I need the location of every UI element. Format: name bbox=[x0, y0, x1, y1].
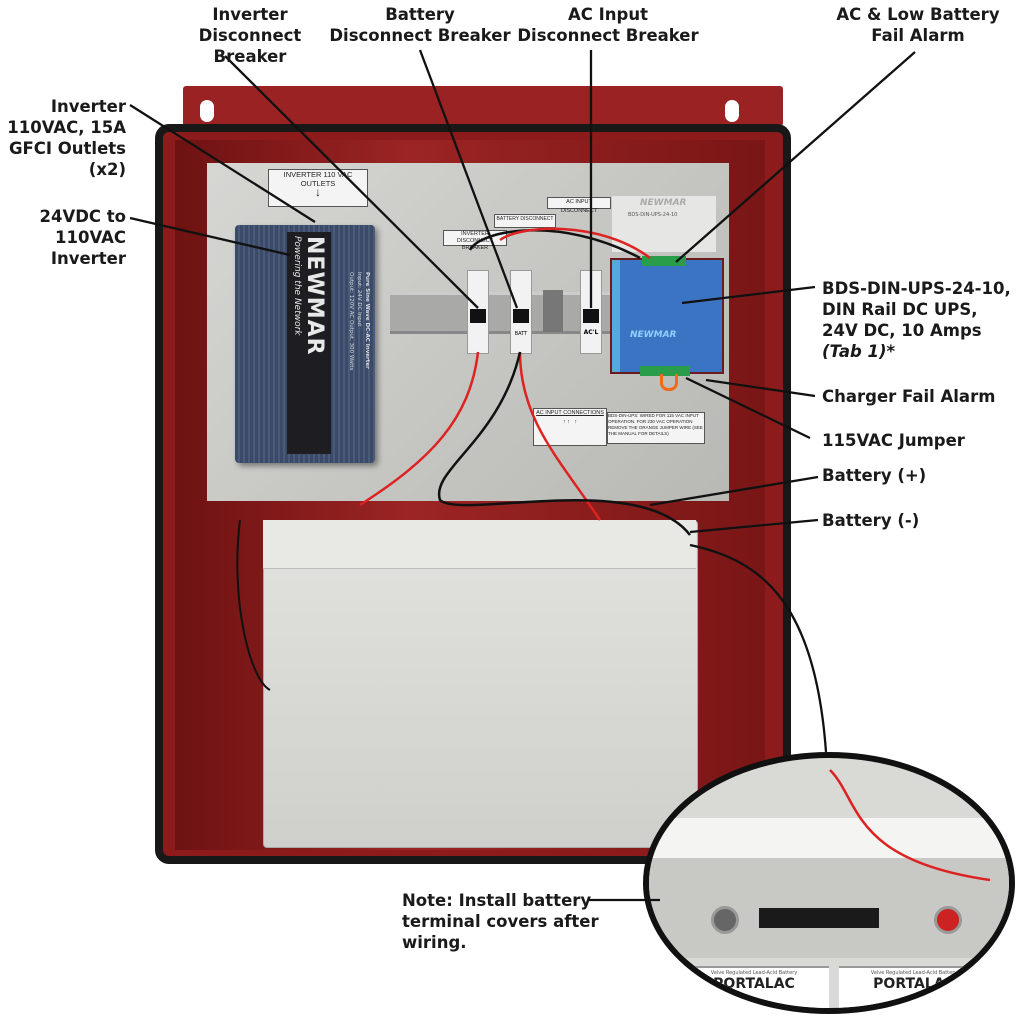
callout-charger-fail-alarm: Charger Fail Alarm bbox=[822, 387, 996, 406]
alarm-terminal bbox=[642, 256, 686, 266]
breaker-text: BATT bbox=[514, 331, 528, 337]
tag-line: DISCONNECT BREAKER bbox=[456, 238, 494, 251]
callout-line: 24V DC, 10 Amps bbox=[822, 321, 982, 340]
callout-line: AC & Low Battery bbox=[836, 5, 1000, 24]
jumper-wire bbox=[660, 374, 678, 391]
callout-line: 24VDC to bbox=[39, 207, 126, 226]
terminal-block bbox=[543, 290, 563, 332]
terminal-neg bbox=[711, 906, 739, 934]
callout-line: Inverter bbox=[212, 5, 288, 24]
tag-line: INVERTER bbox=[461, 231, 489, 237]
callout-inverter: 24VDC to 110VAC Inverter bbox=[0, 206, 126, 269]
callout-battery-negative: Battery (-) bbox=[822, 511, 920, 530]
mounting-hole-right bbox=[725, 100, 739, 122]
mounting-hole-left bbox=[200, 100, 214, 122]
ups-unit bbox=[610, 258, 724, 374]
ac-input-breaker[interactable]: AC'L bbox=[580, 270, 602, 354]
callout-line: Battery bbox=[385, 5, 455, 24]
ups-plate-brand: NEWMAR bbox=[640, 198, 687, 208]
terminal-pos bbox=[934, 906, 962, 934]
callout-battery-positive: Battery (+) bbox=[822, 466, 927, 485]
outlets-label-line: INVERTER 110 VAC bbox=[283, 170, 353, 179]
callout-line: AC Input bbox=[568, 5, 648, 24]
callout-ups: BDS-DIN-UPS-24-10, DIN Rail DC UPS, 24V DC… bbox=[822, 278, 1022, 362]
callout-line: Disconnect Breaker bbox=[198, 26, 302, 66]
callout-line: GFCI Outlets bbox=[8, 139, 126, 158]
callout-gfci-outlets: Inverter 110VAC, 15A GFCI Outlets (x2) bbox=[0, 96, 126, 180]
ups-brand: NEWMAR bbox=[630, 330, 677, 340]
battery-terminal-inset: Valve Regulated Lead-Acid Battery PORTAL… bbox=[643, 752, 1015, 1014]
callout-line: (Tab 1)* bbox=[822, 342, 896, 361]
callout-line: DIN Rail DC UPS, bbox=[822, 300, 978, 319]
callout-note: Note: Install battery terminal covers aft… bbox=[402, 890, 602, 953]
callout-line: BDS-DIN-UPS-24-10, bbox=[822, 279, 1011, 298]
inverter-breaker[interactable] bbox=[467, 270, 489, 354]
battery-breaker[interactable]: BATT bbox=[510, 270, 532, 354]
battery-disconnect-tag: BATTERY DISCONNECT bbox=[494, 214, 556, 228]
outlets-label-line: OUTLETS bbox=[300, 179, 336, 188]
callout-115vac-jumper: 115VAC Jumper bbox=[822, 431, 965, 450]
callout-line: Disconnect Breaker bbox=[517, 26, 699, 45]
callout-line: 110VAC bbox=[55, 228, 126, 247]
callout-line: wiring. bbox=[402, 933, 467, 952]
bus-bar bbox=[759, 908, 879, 928]
charger-terminal bbox=[640, 366, 690, 376]
callout-line: Fail Alarm bbox=[871, 26, 965, 45]
battery-inset-label: Valve Regulated Lead-Acid Battery bbox=[870, 970, 958, 976]
din-rail bbox=[390, 292, 610, 334]
ac-input-disconnect-tag: AC INPUT DISCONNECT bbox=[547, 197, 611, 214]
ups-wiring-note: BDS-DIN-UPS: WIRED FOR 115 VAC INPUT OPE… bbox=[607, 412, 705, 444]
battery-inset-brand: PORTALAC bbox=[873, 976, 955, 992]
callout-line: terminal covers after bbox=[402, 912, 599, 931]
callout-line: Inverter bbox=[50, 249, 126, 268]
callout-line: Inverter bbox=[50, 97, 126, 116]
battery-inset-brand: PORTALAC bbox=[713, 976, 795, 992]
tag-line: AC INPUT CONNECTIONS bbox=[536, 410, 604, 416]
callout-lines bbox=[129, 49, 916, 902]
battery bbox=[263, 520, 698, 848]
callout-line: 110VAC, 15A bbox=[7, 118, 126, 137]
battery-lid bbox=[263, 520, 696, 569]
battery-inset-label: Valve Regulated Lead-Acid Battery bbox=[710, 970, 798, 976]
callout-line: (x2) bbox=[88, 160, 126, 179]
callout-line: Disconnect Breaker bbox=[329, 26, 511, 45]
inverter-label-strip: NEWMAR Powering the Network bbox=[287, 232, 331, 454]
wiring bbox=[236, 227, 991, 882]
enclosure-back-flange bbox=[183, 86, 783, 126]
callout-line: Note: Install battery bbox=[402, 891, 592, 910]
outlets-label: INVERTER 110 VAC OUTLETS↓ bbox=[268, 169, 368, 207]
ups-plate-model: BDS-DIN-UPS-24-10 bbox=[628, 212, 678, 218]
breaker-text: AC'L bbox=[583, 329, 599, 336]
